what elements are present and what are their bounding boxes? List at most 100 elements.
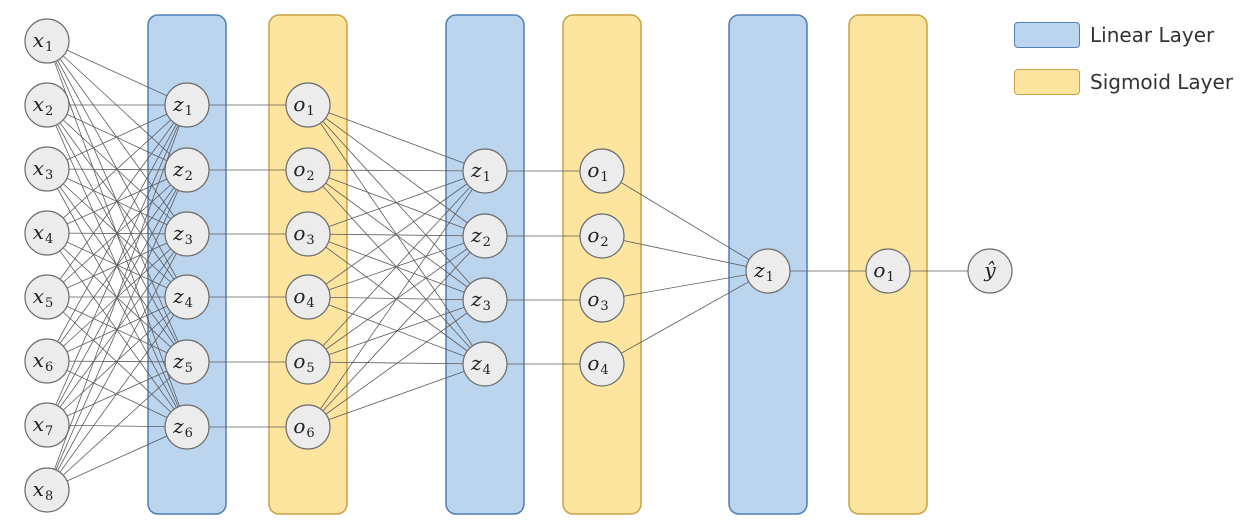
node-sigmoid-o-3: o3 — [285, 211, 331, 257]
node-circle — [164, 404, 210, 450]
edge-2-5-to-3-1 — [307, 235, 486, 428]
edge-2-2-to-3-1 — [307, 233, 486, 237]
node-sigmoid-o-3: o3 — [579, 277, 625, 323]
node-input-x-5: x5 — [24, 274, 70, 320]
node-circle — [462, 148, 508, 194]
node-input-x-7: x7 — [24, 402, 70, 448]
node-sigmoid-o-2: o2 — [285, 147, 331, 193]
node-linear-z-2: z2 — [164, 147, 210, 193]
node-linear-z-1: z1 — [462, 148, 508, 194]
node-linear-z-2: z2 — [462, 213, 508, 259]
node-sigmoid-o-1: o1 — [865, 248, 911, 294]
edge-0-3-to-1-0 — [46, 104, 188, 234]
node-label: ŷ — [983, 258, 996, 282]
node-circle — [462, 341, 508, 387]
node-circle — [24, 274, 70, 320]
node-input-x-2: x2 — [24, 82, 70, 128]
edge-0-7-to-1-3 — [46, 296, 188, 491]
node-circle — [164, 274, 210, 320]
node-circle — [24, 467, 70, 513]
node-sigmoid-o-5: o5 — [285, 339, 331, 385]
legend-linear: Linear Layer — [1014, 22, 1214, 48]
sigmoid-layer-bar-4 — [562, 14, 642, 515]
node-circle — [164, 211, 210, 257]
node-circle — [579, 341, 625, 387]
node-circle — [24, 402, 70, 448]
node-circle — [24, 82, 70, 128]
edge-4-2-to-5-0 — [601, 270, 769, 301]
node-linear-z-3: z3 — [164, 211, 210, 257]
node-circle — [285, 339, 331, 385]
node-circle — [285, 274, 331, 320]
node-circle — [164, 339, 210, 385]
node-circle — [579, 148, 625, 194]
node-sigmoid-o-4: o4 — [285, 274, 331, 320]
edge-0-4-to-1-0 — [46, 104, 188, 298]
node-input-x-3: x3 — [24, 146, 70, 192]
node-sigmoid-o-1: o1 — [579, 148, 625, 194]
node-sigmoid-o-6: o6 — [285, 404, 331, 450]
node-circle — [579, 277, 625, 323]
node-circle — [24, 18, 70, 64]
legend-linear-label: Linear Layer — [1090, 23, 1215, 47]
edge-2-5-to-3-0 — [307, 170, 486, 428]
node-linear-z-1: z1 — [745, 248, 791, 294]
edge-0-7-to-1-5 — [46, 426, 188, 491]
node-circle — [164, 82, 210, 128]
edge-0-7-to-1-1 — [46, 169, 188, 491]
node-circle — [24, 338, 70, 384]
node-input-x-4: x4 — [24, 210, 70, 256]
sigmoid-layer-bar-2 — [268, 14, 348, 515]
edge-0-2-to-1-0 — [46, 104, 188, 170]
linear-layer-bar-3 — [445, 14, 525, 515]
edge-2-5-to-3-3 — [307, 363, 486, 428]
node-output-ŷ-: ŷ — [967, 248, 1013, 294]
legend-sigmoid-label: Sigmoid Layer — [1090, 70, 1234, 94]
edge-2-1-to-3-1 — [307, 169, 486, 237]
node-input-x-8: x8 — [24, 467, 70, 513]
edge-0-6-to-1-3 — [46, 296, 188, 426]
node-circle — [745, 248, 791, 294]
linear-layer-bar-1 — [147, 14, 227, 515]
node-circle — [285, 211, 331, 257]
edge-0-5-to-1-0 — [46, 104, 188, 362]
edge-0-7-to-1-0 — [46, 104, 188, 491]
edge-0-7-to-1-2 — [46, 233, 188, 491]
node-input-x-6: x6 — [24, 338, 70, 384]
edge-2-3-to-3-3 — [307, 296, 486, 365]
edge-2-4-to-3-0 — [307, 170, 486, 363]
edge-2-0-to-3-0 — [307, 104, 486, 172]
legend-linear-swatch — [1014, 22, 1080, 48]
edge-2-2-to-3-0 — [307, 170, 486, 235]
node-linear-z-5: z5 — [164, 339, 210, 385]
node-linear-z-1: z1 — [164, 82, 210, 128]
edge-4-3-to-5-0 — [601, 270, 769, 365]
legend-sigmoid: Sigmoid Layer — [1014, 69, 1233, 95]
edge-2-4-to-3-3 — [307, 361, 486, 365]
node-circle — [865, 248, 911, 294]
node-circle — [24, 210, 70, 256]
node-sigmoid-o-2: o2 — [579, 213, 625, 259]
node-linear-z-3: z3 — [462, 277, 508, 323]
node-circle — [462, 277, 508, 323]
node-sigmoid-o-1: o1 — [285, 82, 331, 128]
edge-4-0-to-5-0 — [601, 170, 769, 272]
node-circle — [285, 82, 331, 128]
edge-0-6-to-1-0 — [46, 104, 188, 426]
node-circle — [967, 248, 1013, 294]
edge-0-7-to-1-4 — [46, 361, 188, 491]
edge-4-1-to-5-0 — [601, 235, 769, 272]
edge-2-5-to-3-2 — [307, 299, 486, 428]
node-linear-z-6: z6 — [164, 404, 210, 450]
node-sigmoid-o-4: o4 — [579, 341, 625, 387]
node-circle — [462, 213, 508, 259]
edge-0-0-to-1-0 — [46, 40, 188, 106]
legend-sigmoid-swatch — [1014, 69, 1080, 95]
edge-2-1-to-3-0 — [307, 169, 486, 172]
node-circle — [24, 146, 70, 192]
node-circle — [285, 404, 331, 450]
node-linear-z-4: z4 — [462, 341, 508, 387]
edge-2-3-to-3-0 — [307, 170, 486, 298]
